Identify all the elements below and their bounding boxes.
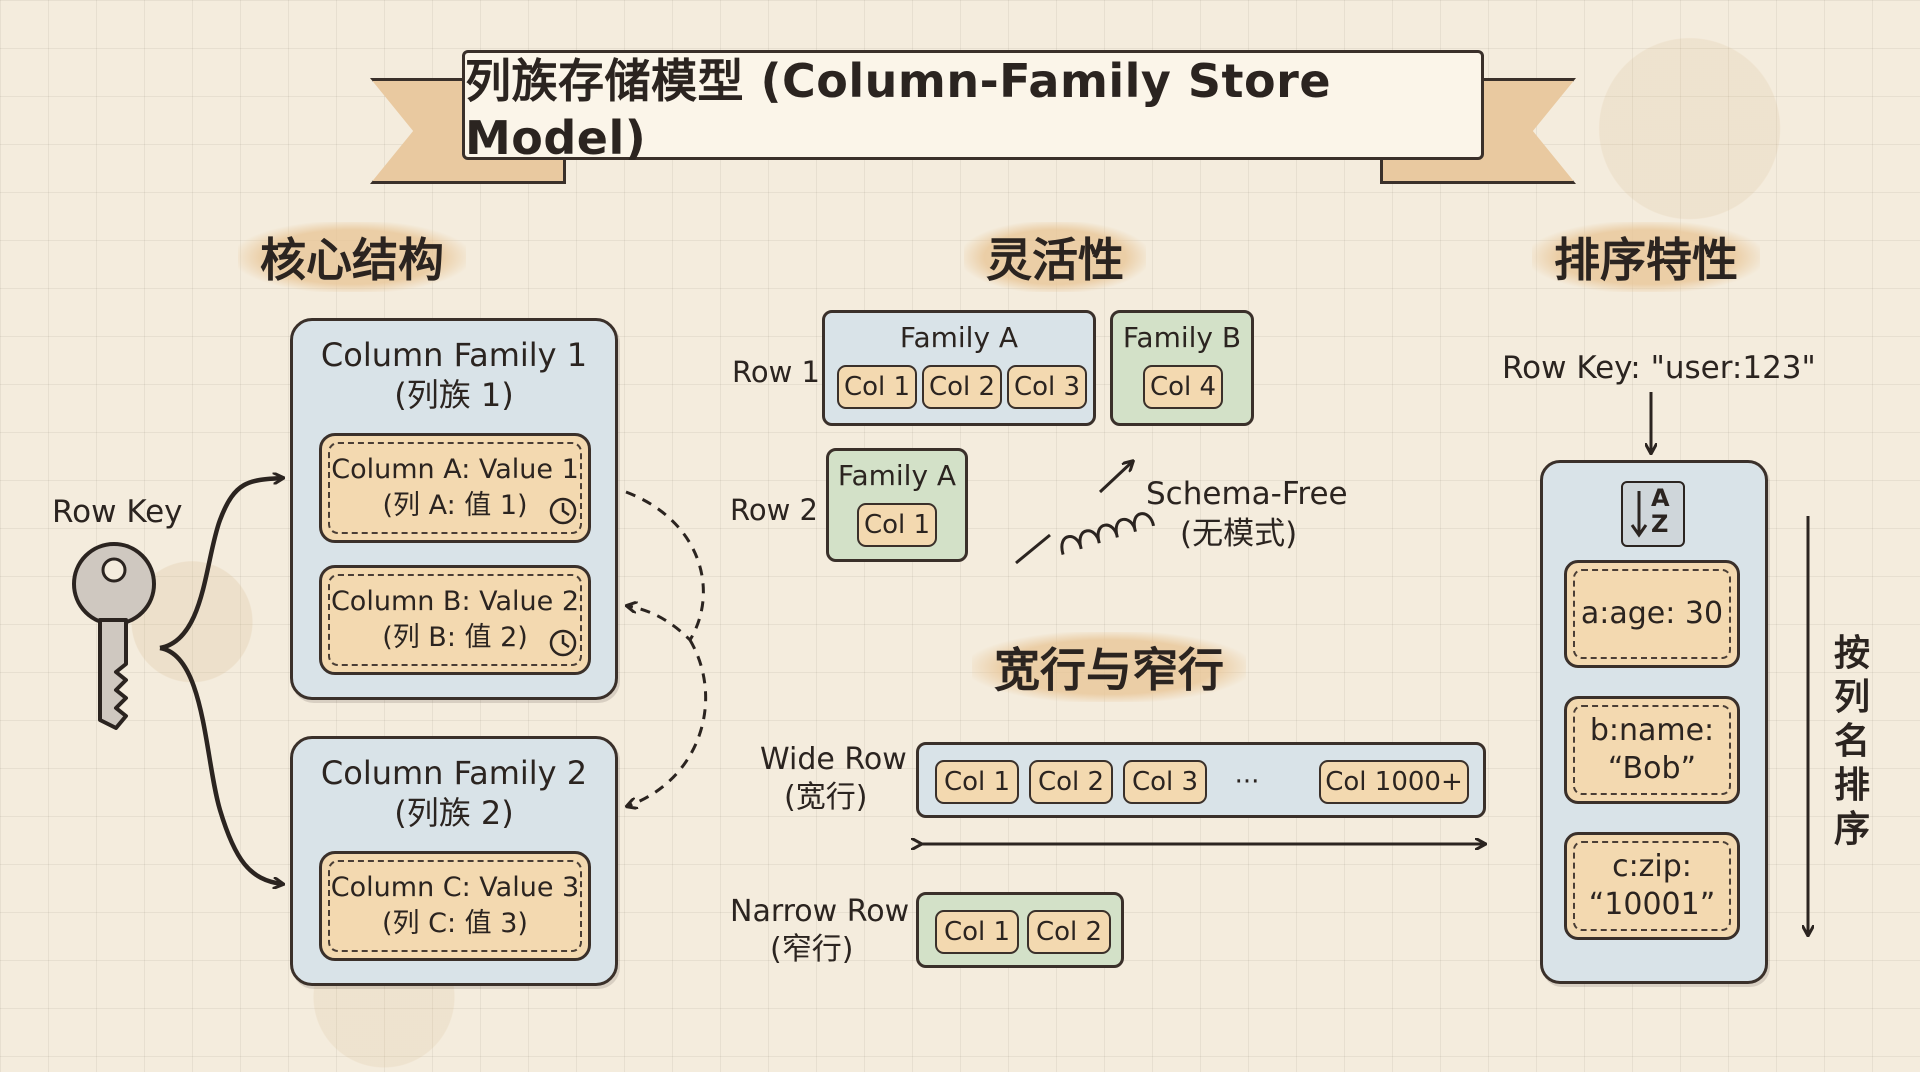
page-title: 列族存储模型 (Column-Family Store Model): [462, 50, 1484, 165]
row-1-family-a-title: Family A: [899, 321, 1019, 354]
row-1-family-b-title: Family B: [1122, 321, 1242, 354]
row-1-col-chip: Col 3: [1007, 365, 1087, 409]
column-c-card: Column C: Value 3 (列 C: 值 3): [319, 851, 591, 961]
key-icon: [72, 542, 156, 730]
row-1-col-chip: Col 1: [837, 365, 917, 409]
key-branch-upper-arrow: [159, 478, 282, 651]
wide-row-ellipsis: ···: [1234, 767, 1260, 797]
clock-icon: [549, 629, 577, 657]
narrow-row-container: Col 1 Col 2: [916, 892, 1124, 968]
section-title-core: 核心结构: [238, 222, 466, 292]
sorted-column-value: “Bob”: [1607, 751, 1697, 786]
spring-icon: [1015, 462, 1155, 565]
section-title-sorting: 排序特性: [1532, 222, 1760, 292]
column-b-value-cn: (列 B: 值 2): [382, 622, 528, 653]
narrow-row-col-chip: Col 1: [935, 910, 1019, 954]
family-1-title: Column Family 1: [320, 336, 588, 374]
clock-icon: [549, 497, 577, 525]
column-a-card: Column A: Value 1 (列 A: 值 1): [319, 433, 591, 543]
column-b-value: Column B: Value 2: [330, 586, 580, 617]
row-2-family-a: Family A Col 1: [826, 448, 968, 562]
family-2-subtitle: (列族 2): [394, 794, 514, 832]
row-2-col-chip: Col 1: [857, 503, 937, 547]
sorted-column-key: a:age: 30: [1580, 596, 1724, 631]
sorted-column-value: “10001”: [1588, 887, 1716, 922]
row-2-label: Row 2: [730, 493, 818, 527]
dashed-arrow-to-column-b: [626, 490, 705, 643]
family-1-subtitle: (列族 1): [394, 376, 514, 414]
family-2-title: Column Family 2: [320, 754, 588, 792]
sorting-row-key-label: Row Key: "user:123": [1502, 350, 1816, 386]
schema-free-label-cn: (无模式): [1180, 516, 1298, 552]
wide-row-label-cn: (宽行): [784, 780, 868, 815]
sort-icon-z: Z: [1651, 510, 1669, 538]
row-key-label: Row Key: [52, 494, 183, 530]
wide-row-col-chip: Col 2: [1029, 760, 1113, 804]
dashed-arrow-to-family-2: [628, 639, 708, 806]
sorted-column-key: b:name:: [1589, 713, 1715, 748]
narrow-row-label-cn: (窄行): [770, 932, 854, 967]
column-family-2: Column Family 2 (列族 2) Column C: Value 3…: [290, 736, 618, 986]
row-1-col-chip: Col 2: [922, 365, 1002, 409]
column-c-value-cn: (列 C: 值 3): [382, 908, 528, 939]
section-title-flexibility: 灵活性: [964, 222, 1146, 292]
wide-row-col-chip-last: Col 1000+: [1319, 760, 1469, 804]
narrow-row-label: Narrow Row: [730, 894, 910, 929]
wide-row-container: Col 1 Col 2 Col 3 ··· Col 1000+: [916, 742, 1486, 818]
sort-by-column-name-label: 按列名排序: [1833, 633, 1870, 850]
column-family-1: Column Family 1 (列族 1) Column A: Value 1…: [290, 318, 618, 700]
sort-az-icon: A Z: [1621, 481, 1685, 547]
key-branch-lower-arrow: [159, 645, 282, 884]
sorted-column-card: c:zip: “10001”: [1564, 832, 1740, 940]
row-1-label: Row 1: [732, 355, 820, 389]
sort-icon-a: A: [1651, 484, 1670, 512]
row-2-family-a-title: Family A: [837, 459, 957, 492]
section-title-wide-narrow: 宽行与窄行: [972, 632, 1246, 702]
narrow-row-col-chip: Col 2: [1027, 910, 1111, 954]
column-c-value: Column C: Value 3: [330, 872, 580, 903]
column-a-value: Column A: Value 1: [331, 454, 579, 485]
wide-row-label: Wide Row: [760, 742, 907, 777]
wide-row-col-chip: Col 1: [935, 760, 1019, 804]
sorted-column-key: c:zip:: [1612, 849, 1692, 884]
row-1-col-chip: Col 4: [1143, 365, 1223, 409]
row-1-family-b: Family B Col 4: [1110, 310, 1254, 426]
column-a-value-cn: (列 A: 值 1): [382, 490, 528, 521]
sorted-column-card: a:age: 30: [1564, 560, 1740, 668]
sorted-column-card: b:name: “Bob”: [1564, 696, 1740, 804]
wide-row-col-chip: Col 3: [1123, 760, 1207, 804]
column-b-card: Column B: Value 2 (列 B: 值 2): [319, 565, 591, 675]
schema-free-label: Schema-Free: [1146, 476, 1348, 512]
row-1-family-a: Family A Col 1 Col 2 Col 3: [822, 310, 1096, 426]
